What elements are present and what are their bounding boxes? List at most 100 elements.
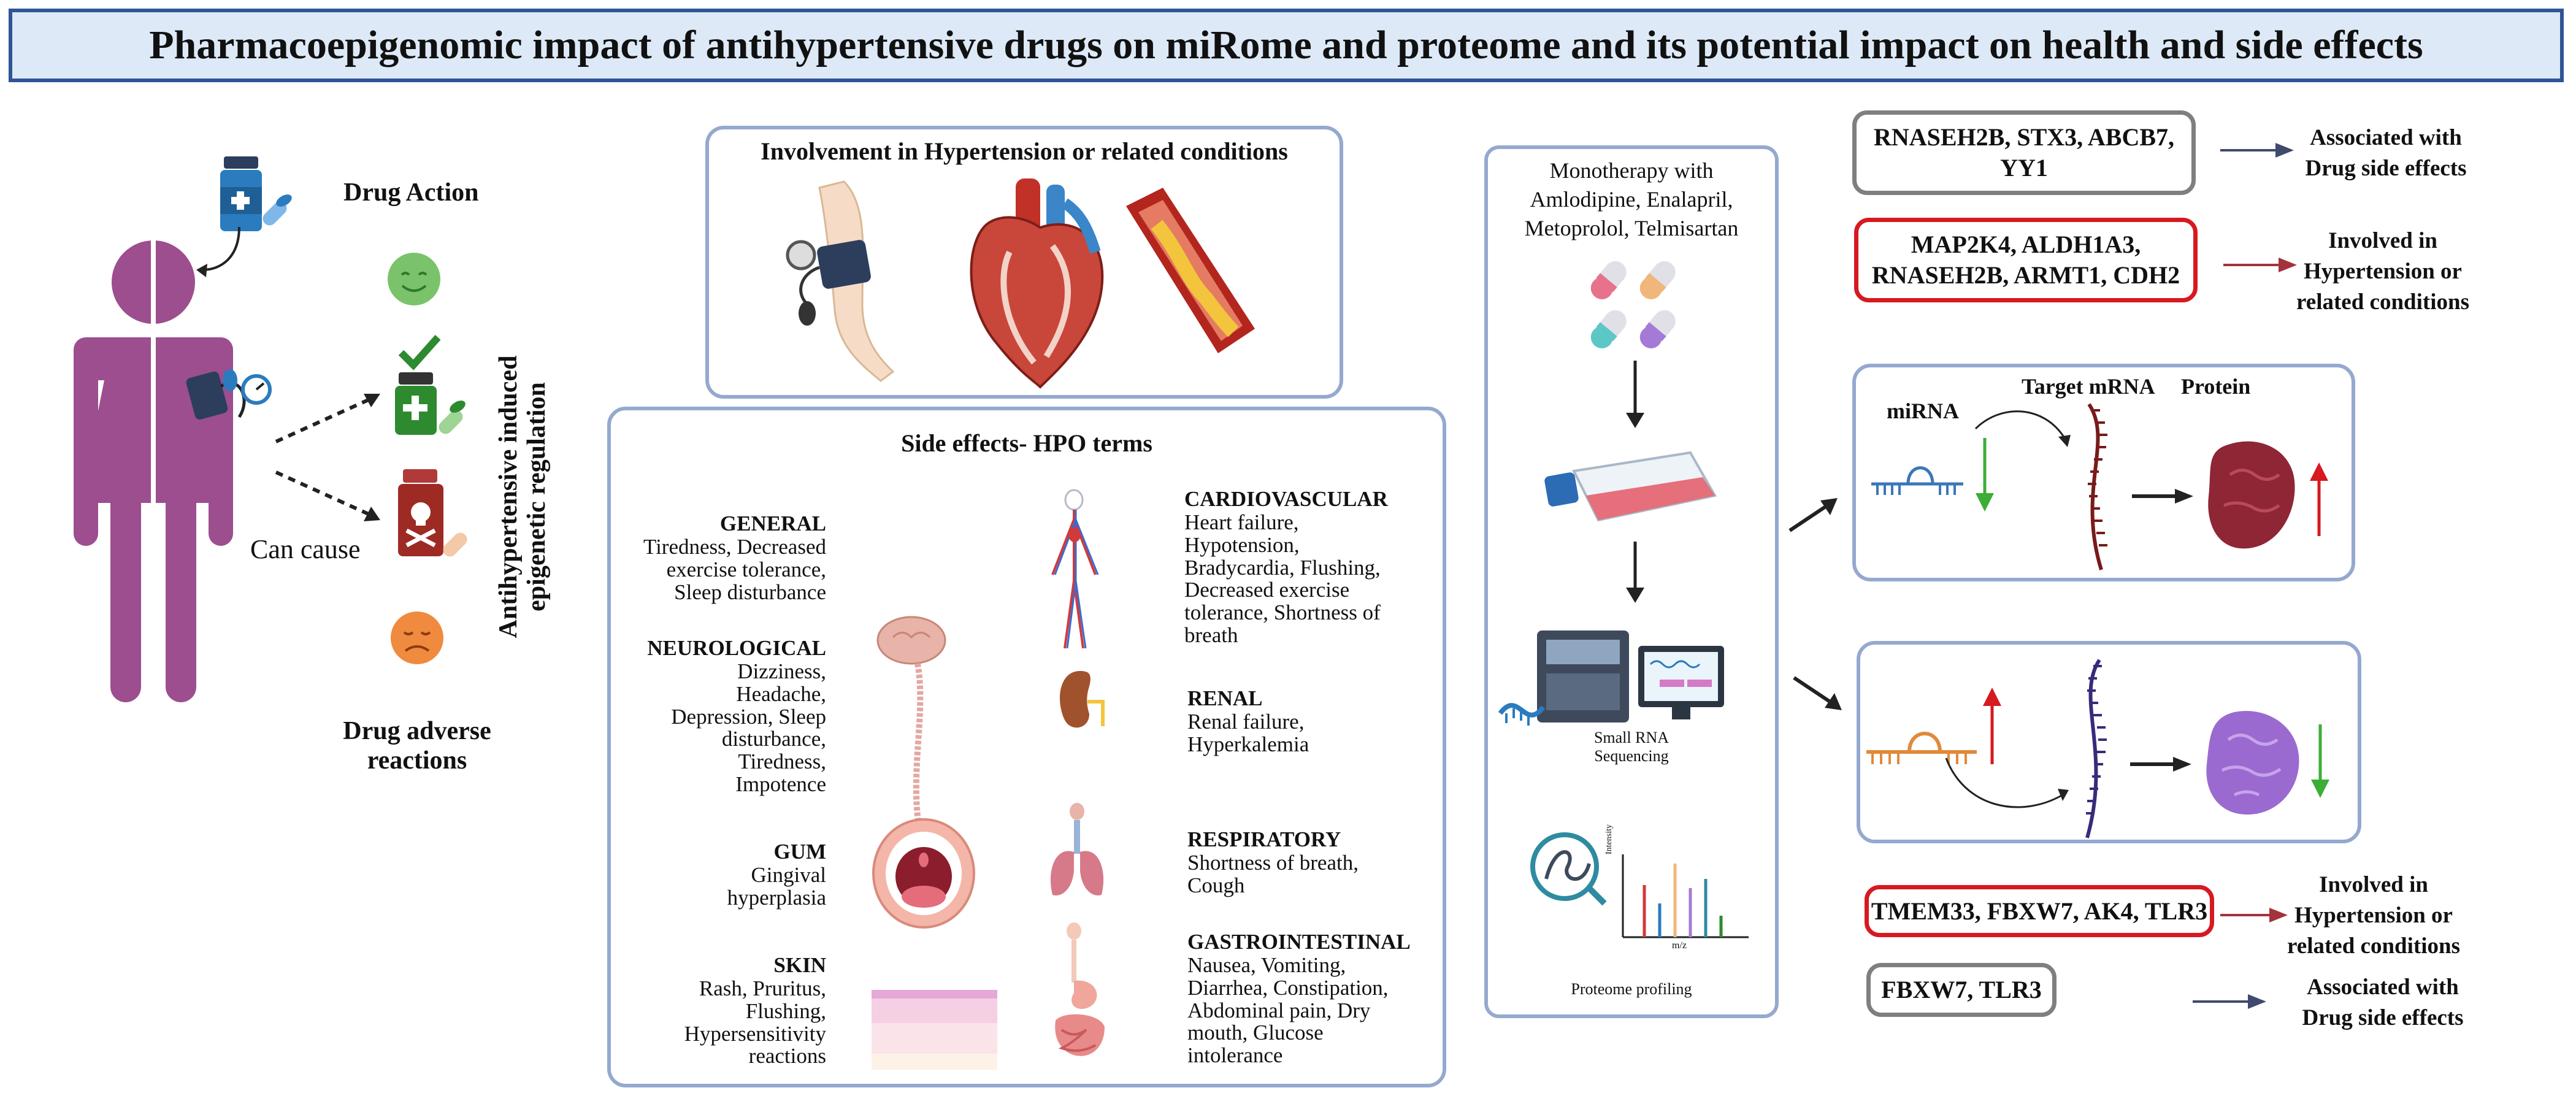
target-mrna-strand	[2087, 403, 2107, 570]
skin-group: SKIN Rash, Pruritus, Flushing, Hypersens…	[615, 953, 826, 1068]
renal-name: RENAL	[1187, 686, 1263, 710]
neurological-item: Headache,	[736, 681, 826, 706]
arrow-icon	[2223, 258, 2297, 272]
cardiovascular-item: Decreased exercise	[1184, 578, 1350, 602]
skin-item: Flushing,	[745, 999, 826, 1023]
assoc-line: Drug side effects	[2302, 1005, 2464, 1030]
assoc-line: Associated with	[2307, 975, 2459, 1000]
arrow-icon	[2130, 757, 2191, 772]
protein-blob-icon	[2206, 711, 2299, 815]
assoc-line: Drug side effects	[2305, 155, 2467, 181]
vertical-label-line-1: Antihypertensive induced	[494, 355, 523, 638]
neurological-item: Depression, Sleep	[671, 704, 826, 729]
gene-box-top-hypertension: MAP2K4, ALDH1A3, RNASEH2B, ARMT1, CDH2	[1854, 218, 2198, 302]
neurological-item: disturbance,	[721, 727, 826, 751]
gene-line: RNASEH2B, STX3, ABCB7,	[1873, 123, 2175, 151]
gene-line: FBXW7, TLR3	[1881, 976, 2042, 1003]
assoc-line: related conditions	[2296, 289, 2469, 315]
neurological-group: NEUROLOGICAL Dizziness, Headache, Depres…	[615, 636, 826, 796]
ms-ylabel: Intensity	[1604, 824, 1614, 854]
gastrointestinal-item: intolerance	[1187, 1043, 1283, 1067]
monotherapy-label: Monotherapy with Amlodipine, Enalapril, …	[1488, 156, 1775, 242]
target-mrna-label: Target mRNA	[2022, 374, 2155, 399]
skin-item: Hypersensitivity	[684, 1021, 826, 1046]
involvement-panel: Involvement in Hypertension or related c…	[705, 126, 1343, 399]
general-name: GENERAL	[719, 512, 826, 535]
cardiovascular-item: Heart failure,	[1184, 510, 1299, 534]
sequencer-icon	[1498, 631, 1724, 726]
monotherapy-line: Metoprolol, Telmisartan	[1524, 215, 1739, 240]
involved-hypertension-top: Involved in Hypertension or related cond…	[2272, 226, 2493, 318]
sad-face-icon	[391, 611, 443, 664]
artery-plaque-icon	[1126, 188, 1255, 353]
cardiovascular-item: tolerance, Shortness of	[1184, 600, 1381, 624]
gene-box-bottom-side-effects: FBXW7, TLR3	[1866, 963, 2057, 1017]
respiratory-group: RESPIRATORY Shortness of breath, Cough	[1187, 827, 1433, 897]
skin-item: Rash, Pruritus,	[699, 976, 826, 1000]
mirna-panel-up	[1857, 641, 2361, 843]
flow-arrow	[1626, 542, 1644, 603]
vascular-system-icon	[1051, 489, 1099, 649]
assoc-line: Associated with	[2310, 125, 2462, 150]
mirna-label: miRNA	[1887, 399, 1959, 423]
binding-arrow	[1945, 757, 2069, 808]
drug-action-label: Drug Action	[343, 178, 479, 207]
assoc-line: Hypertension or	[2304, 258, 2462, 284]
toxic-medicine-icon	[398, 469, 467, 557]
down-arrow-green	[2311, 724, 2329, 798]
flow-arrow	[1626, 361, 1644, 428]
renal-group: RENAL Renal failure, Hyperkalemia	[1187, 686, 1433, 756]
lungs-icon	[1050, 803, 1104, 895]
gastrointestinal-item: Abdominal pain, Dry	[1187, 998, 1371, 1022]
assoc-line: related conditions	[2287, 933, 2460, 959]
cardiovascular-item: breath	[1184, 623, 1238, 647]
respiratory-item: Shortness of breath,	[1187, 851, 1359, 875]
proteome-label: Proteome profiling	[1571, 980, 1692, 998]
cardiovascular-name: CARDIOVASCULAR	[1184, 487, 1388, 511]
respiratory-item: Cough	[1187, 873, 1245, 897]
arrow-icon	[2193, 994, 2266, 1009]
cardiovascular-item: Bradycardia, Flushing,	[1184, 555, 1381, 580]
neurological-name: NEUROLOGICAL	[647, 636, 826, 660]
title-bar: Pharmacoepigenomic impact of antihyperte…	[9, 9, 2564, 82]
associated-side-effects-top: Associated with Drug side effects	[2275, 123, 2496, 184]
person-figure	[74, 239, 233, 702]
gastrointestinal-name: GASTROINTESTINAL	[1187, 930, 1411, 954]
vertical-label-line-2: epigenetic regulation	[523, 382, 551, 611]
cardiovascular-group: CARDIOVASCULAR Heart failure, Hypotensio…	[1184, 487, 1442, 647]
up-arrow-red	[1983, 688, 2001, 764]
arrow-icon	[2220, 143, 2294, 158]
proteome-profiling-icon	[1530, 832, 1749, 938]
skin-layers-icon	[872, 990, 997, 1070]
respiratory-name: RESPIRATORY	[1187, 827, 1341, 851]
assoc-line: Hypertension or	[2294, 902, 2453, 928]
associated-side-effects-bottom: Associated with Drug side effects	[2272, 972, 2493, 1033]
mirna-hairpin-icon	[1866, 732, 1977, 764]
involved-hypertension-bottom: Involved in Hypertension or related cond…	[2263, 870, 2484, 962]
general-group: GENERAL Tiredness, Decreased exercise to…	[615, 512, 826, 604]
monotherapy-line: Amlodipine, Enalapril,	[1530, 186, 1733, 212]
side-effects-title: Side effects- HPO terms	[901, 429, 1152, 457]
gum-item: hyperplasia	[727, 885, 826, 910]
drug-action-arrow	[196, 226, 240, 277]
protein-label: Protein	[2181, 374, 2251, 399]
gum-item: Gingival	[751, 863, 826, 887]
monotherapy-line: Monotherapy with	[1549, 158, 1714, 183]
neurological-item: Tiredness,	[738, 749, 826, 773]
page-title: Pharmacoepigenomic impact of antihyperte…	[149, 23, 2423, 67]
vertical-label: Antihypertensive induced epigenetic regu…	[492, 343, 553, 650]
target-mrna-strand	[2085, 659, 2107, 838]
diagonal-arrow-up	[1788, 498, 1838, 532]
assoc-line: Involved in	[2328, 228, 2437, 253]
gene-line: MAP2K4, ALDH1A3,	[1911, 231, 2141, 258]
digestive-system-icon	[1055, 922, 1105, 1056]
sequencing-line: Small RNA	[1593, 729, 1669, 746]
gastrointestinal-item: mouth, Glucose	[1187, 1021, 1324, 1045]
binding-arrow	[1974, 410, 2071, 447]
mirna-hairpin-icon	[1871, 466, 1963, 495]
happy-face-icon	[388, 253, 440, 305]
gastrointestinal-item: Diarrhea, Constipation,	[1187, 975, 1389, 1000]
gastrointestinal-item: Nausea, Vomiting,	[1187, 953, 1346, 977]
arrow-icon	[2220, 908, 2288, 922]
gene-line: RNASEH2B, ARMT1, CDH2	[1871, 261, 2180, 289]
